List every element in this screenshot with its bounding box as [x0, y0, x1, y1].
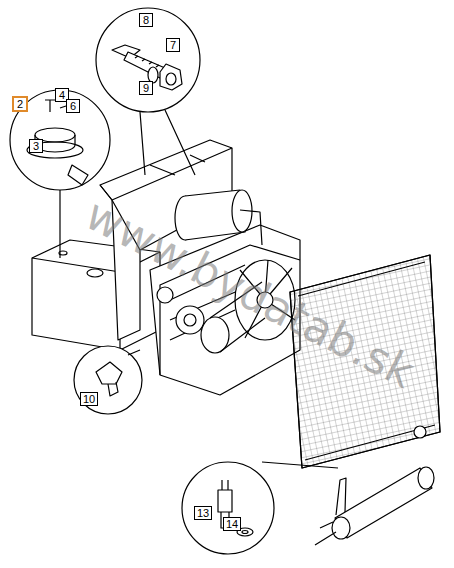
- callout-number: 9: [139, 81, 153, 95]
- callout-number: 13: [194, 506, 212, 520]
- callout-number: 10: [80, 392, 98, 406]
- callout-number: 6: [66, 99, 80, 113]
- callout-number: 3: [29, 139, 43, 153]
- callout-number: 2: [12, 96, 28, 112]
- callout-number: 14: [223, 517, 241, 531]
- callout-number: 8: [139, 13, 153, 27]
- callout-number: 7: [166, 38, 180, 52]
